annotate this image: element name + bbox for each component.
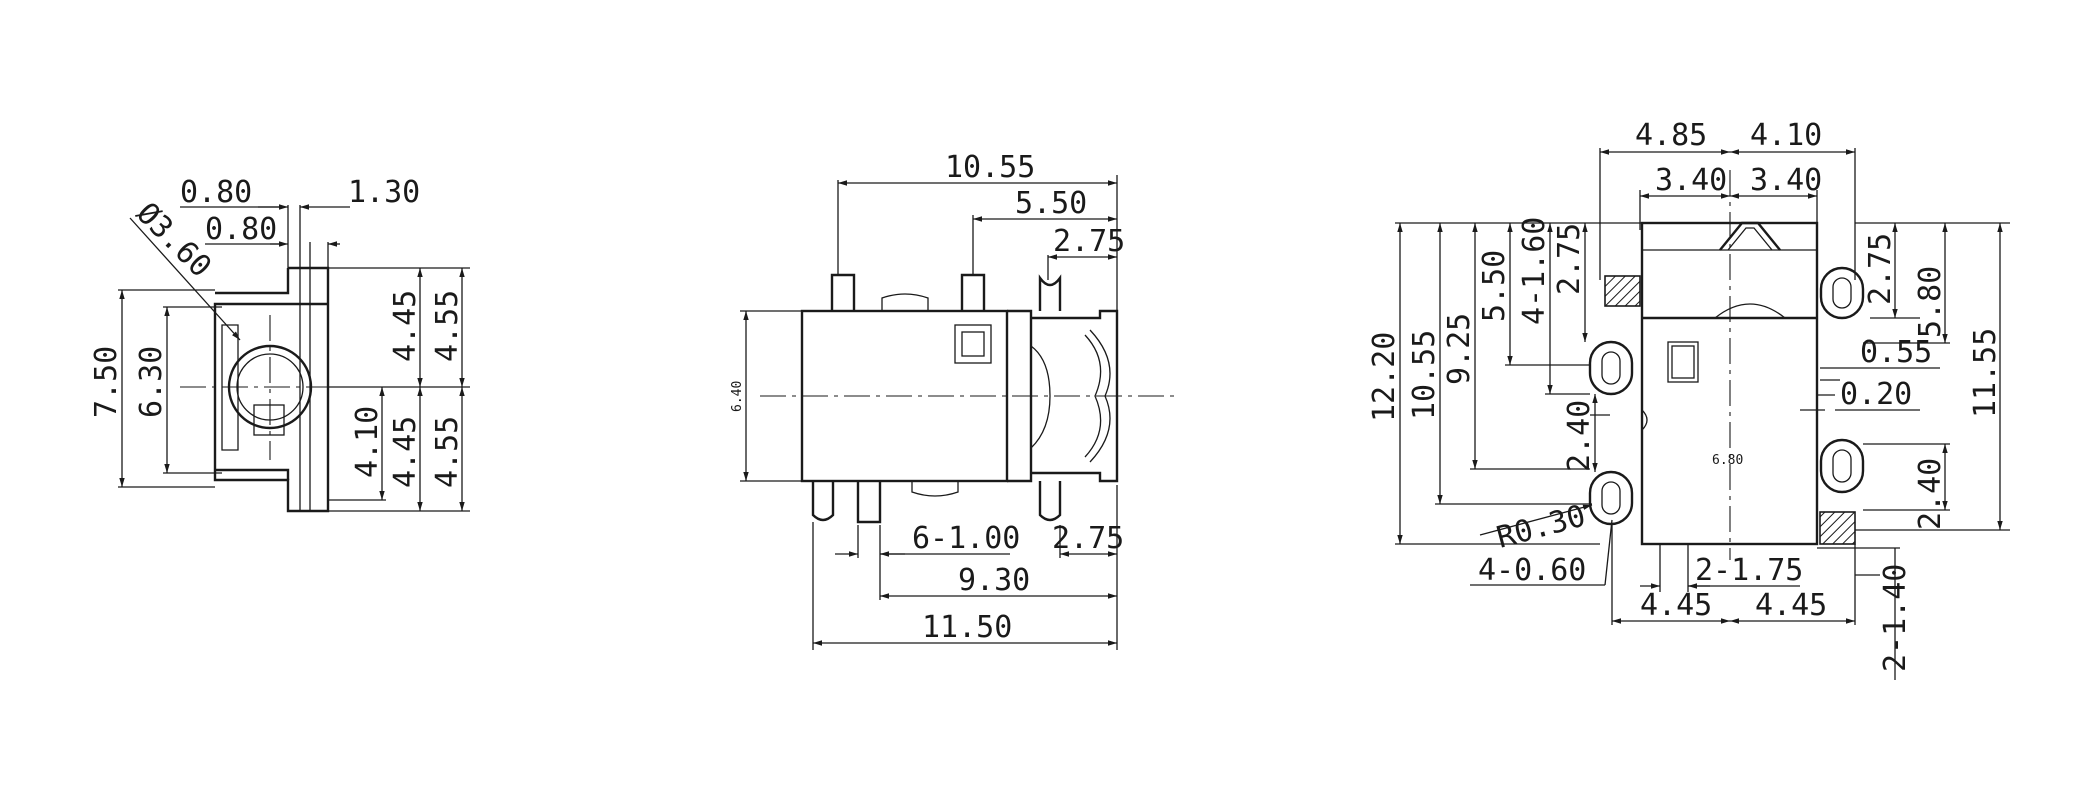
slot-mid-left (1588, 340, 1634, 396)
side-dim-4: 6-1.00 (912, 521, 1020, 556)
footprint-dim-4: 12.20 (1367, 332, 1402, 422)
footprint-dim-10: 2.75 (1863, 233, 1898, 305)
footprint-dim-18: R0.30 (1493, 499, 1589, 556)
footprint-dim-6: 9.25 (1442, 313, 1477, 385)
front-dim-9: 4.45 (388, 416, 423, 488)
footprint-dim-20: 2-1.75 (1695, 553, 1803, 588)
side-view: 10.55 5.50 2.75 6.40 6-1.00 2.75 9.30 11… (730, 150, 1180, 650)
side-dim-3: 6.40 (730, 381, 745, 412)
footprint-dim-17: 2.40 (1913, 458, 1948, 530)
footprint-dim-1: 4.10 (1750, 118, 1822, 153)
side-dim-7: 11.50 (922, 610, 1012, 645)
footprint-dim-11: 5.80 (1913, 266, 1948, 338)
footprint-dim-2: 3.40 (1655, 163, 1727, 198)
front-dim-8: 4.10 (350, 406, 385, 478)
front-dim-1: 0.80 (205, 212, 277, 247)
front-dim-6: 4.45 (388, 290, 423, 362)
slot-mid-right (1819, 438, 1865, 494)
footprint-dim-14: 0.20 (1840, 377, 1912, 412)
pad-top-left (1604, 275, 1641, 307)
footprint-dim-19: 4-0.60 (1478, 553, 1586, 588)
footprint-dim-16: 6.80 (1712, 453, 1743, 468)
footprint-dim-13: 0.55 (1860, 335, 1932, 370)
footprint-view: 4.85 4.10 3.40 3.40 12.20 10.55 9.25 5.5… (1367, 118, 2010, 680)
slot-top-right (1819, 266, 1865, 320)
footprint-dim-23: 2-1.40 (1878, 564, 1913, 672)
front-body-outline (213, 266, 330, 513)
footprint-dim-7: 5.50 (1477, 250, 1512, 322)
side-dim-5: 2.75 (1052, 521, 1124, 556)
footprint-dim-9: 2.75 (1552, 223, 1587, 295)
pad-bottom-right (1819, 511, 1856, 545)
footprint-dim-22: 4.45 (1755, 588, 1827, 623)
side-dim-1: 5.50 (1015, 186, 1087, 221)
footprint-dim-0: 4.85 (1635, 118, 1707, 153)
front-view: 0.80 0.80 1.30 Ø3.60 7.50 6.30 4.45 4.55… (89, 175, 470, 513)
footprint-dim-21: 4.45 (1640, 588, 1712, 623)
footprint-dim-5: 10.55 (1407, 330, 1442, 420)
slot-bottom-left (1588, 470, 1634, 526)
front-dim-4: 7.50 (89, 346, 124, 418)
footprint-dim-15: 2.40 (1562, 400, 1597, 472)
side-dim-6: 9.30 (958, 563, 1030, 598)
side-dim-0: 10.55 (945, 150, 1035, 185)
side-dim-2: 2.75 (1053, 224, 1125, 259)
front-dim-5: 6.30 (134, 346, 169, 418)
front-dim-2: 1.30 (348, 175, 420, 210)
footprint-dim-8: 4-1.60 (1517, 217, 1552, 325)
front-dim-0: 0.80 (180, 175, 252, 210)
footprint-dim-3: 3.40 (1750, 163, 1822, 198)
footprint-dim-12: 11.55 (1968, 328, 2003, 418)
front-dim-10: 4.55 (430, 416, 465, 488)
front-dim-7: 4.55 (430, 290, 465, 362)
